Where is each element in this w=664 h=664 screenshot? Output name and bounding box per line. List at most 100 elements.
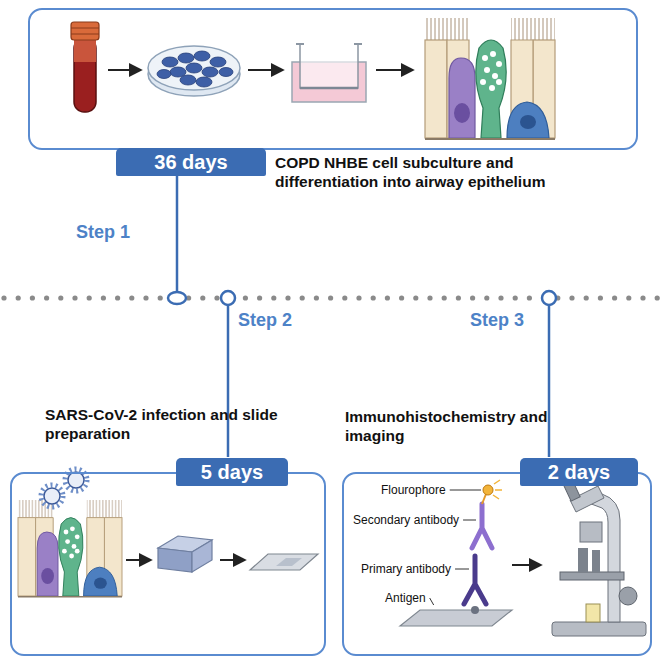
timeline-stem [176, 175, 179, 292]
timeline-dot [129, 295, 134, 300]
step-heading: SARS-CoV-2 infection and slide preparati… [45, 406, 295, 444]
virus [44, 488, 60, 504]
antigen-slide [400, 606, 512, 626]
step-arrow [108, 69, 140, 71]
timeline-dot [87, 295, 92, 300]
timeline-dot [1, 295, 6, 300]
virus [68, 472, 84, 488]
blood-tube [74, 38, 96, 112]
duration-label: 2 days [548, 461, 610, 484]
blood-tube [71, 34, 99, 35]
timeline-dot [101, 295, 106, 300]
timeline-dot [385, 295, 390, 300]
paraffin-block [192, 540, 212, 572]
microscope [578, 548, 588, 572]
timeline-dot [72, 295, 77, 300]
petri-dish [178, 53, 194, 63]
timeline-dot [328, 295, 333, 300]
fluorophore [493, 480, 502, 499]
petri-dish [186, 63, 202, 73]
timeline-dot [626, 295, 631, 300]
timeline-marker [168, 292, 186, 304]
microscope-slide [276, 558, 302, 566]
step-label: Step 3 [470, 310, 524, 331]
antigen-slide [471, 606, 479, 614]
timeline-dots [1, 295, 659, 300]
microscope [586, 604, 600, 622]
step-arrow [220, 559, 244, 561]
leader-line [455, 569, 469, 570]
primary-antibody [464, 556, 486, 604]
timeline-marker [221, 291, 235, 305]
petri-dish [202, 67, 218, 77]
timeline-dot [257, 295, 262, 300]
secondary-antibody [472, 504, 492, 548]
timeline-dot [314, 295, 319, 300]
timeline-dot [598, 295, 603, 300]
petri-dish [194, 51, 210, 61]
timeline-dot [427, 295, 432, 300]
part-label: Antigen [384, 591, 427, 605]
timeline-dot [612, 295, 617, 300]
duration-label: 36 days [154, 151, 227, 174]
paraffin-block [158, 536, 212, 572]
infected-epithelium [18, 500, 122, 597]
timeline-dot [300, 295, 305, 300]
microscope [560, 572, 624, 580]
timeline-dot [44, 295, 49, 300]
petri-dish [219, 68, 233, 77]
process-panel: SARS-CoV-2 infection and slide preparati… [10, 472, 326, 656]
timeline-dot [143, 295, 148, 300]
microscope [592, 550, 600, 572]
timeline-stem [227, 305, 230, 457]
blood-tube [71, 28, 99, 29]
step-label: Step 2 [238, 310, 292, 331]
duration-label: 5 days [201, 461, 263, 484]
duration-tab: 36 days [116, 148, 266, 176]
petri-dish [210, 57, 226, 67]
blood-tube [71, 22, 99, 112]
primary-antibody [464, 556, 486, 604]
step-heading: COPD NHBE cell subculture and differenti… [275, 154, 605, 192]
virus [41, 485, 63, 507]
step-heading: Immunohistochemistry and imaging [345, 408, 565, 446]
timeline-dot [655, 295, 660, 300]
step-arrow [248, 69, 282, 71]
microscope-slide [250, 554, 318, 570]
timeline-dot [584, 295, 589, 300]
microscope [552, 622, 646, 636]
duration-tab: 5 days [176, 458, 288, 486]
transwell-insert [292, 44, 366, 102]
microscope [586, 490, 620, 622]
blood-tube [74, 38, 96, 62]
part-label: Secondary antibody [352, 513, 460, 527]
petri-dish [148, 46, 240, 90]
transwell-insert [354, 43, 362, 45]
timeline-dot [484, 295, 489, 300]
timeline-dot [569, 295, 574, 300]
timeline-dot [498, 295, 503, 300]
fluorophore [483, 485, 493, 495]
part-label: Primary antibody [360, 562, 452, 576]
timeline-dot [527, 295, 532, 300]
timeline-dot [442, 295, 447, 300]
timeline-dot [30, 295, 35, 300]
transwell-insert [300, 44, 358, 88]
transwell-insert [296, 43, 304, 45]
timeline-dot [16, 295, 21, 300]
process-panel: COPD NHBE cell subculture and differenti… [28, 8, 638, 150]
microscope-slide [250, 554, 318, 570]
step-arrow [512, 564, 540, 566]
antigen-slide [400, 610, 512, 626]
timeline-dot [115, 295, 120, 300]
petri-dish [148, 46, 240, 96]
timeline-marker [542, 291, 556, 305]
timeline-dot [470, 295, 475, 300]
timeline-dot [58, 295, 63, 300]
blood-tube [71, 22, 99, 40]
petri-dish [162, 57, 178, 67]
timeline-dot [399, 295, 404, 300]
step-label: Step 1 [76, 222, 130, 243]
